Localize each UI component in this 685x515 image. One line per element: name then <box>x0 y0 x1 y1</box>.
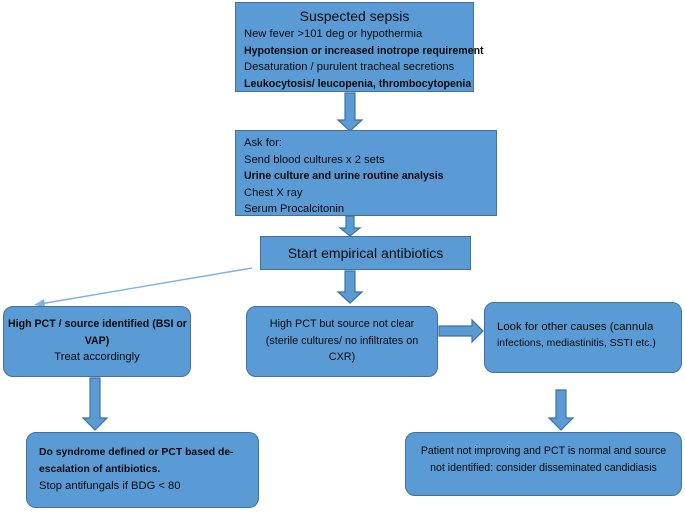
ask-line-1: Ask for: <box>244 137 282 149</box>
start-title: Start empirical antibiotics <box>287 245 444 261</box>
arrow-unclear-to-other <box>438 318 484 344</box>
ask-line-4: Chest X ray <box>244 186 303 199</box>
unclear-line-2: (sterile cultures/ no infiltrates on <box>265 334 419 347</box>
arrow-source-to-deescalation <box>81 377 109 431</box>
candidiasis-box: Patient not improving and PCT is normal … <box>405 432 682 496</box>
sepsis-line-2: Hypotension or increased inotrope requir… <box>244 44 484 57</box>
source-line-3: Treat accordingly <box>54 351 140 363</box>
arrow-start-to-source-head <box>34 299 45 307</box>
ask-line-3: Urine culture and urine routine analysis <box>244 170 444 182</box>
unclear-line-1: High PCT but source not clear <box>269 318 415 330</box>
cand-line-2: not identified: consider disseminated ca… <box>430 461 657 474</box>
arrow-start-to-source <box>39 267 253 305</box>
sepsis-line-3: Desaturation / purulent tracheal secreti… <box>244 61 455 73</box>
deescalation-box: Do syndrome defined or PCT based de- esc… <box>26 432 259 508</box>
deesc-line-3: Stop antifungals if BDG < 80 <box>39 480 181 492</box>
sepsis-line-4: Leukocytosis/ leucopenia, thrombocytopen… <box>244 77 472 90</box>
high-pct-unclear-box: High PCT but source not clear (sterile c… <box>246 306 438 377</box>
high-pct-source-box: High PCT / source identified (BSI or VAP… <box>3 306 191 377</box>
arrow-start-to-unclear <box>336 270 364 304</box>
source-line-2: VAP) <box>84 334 110 347</box>
arrow-sepsis-to-ask <box>336 92 364 132</box>
source-line-1: High PCT / source identified (BSI or <box>8 318 187 330</box>
sepsis-title: Suspected sepsis <box>299 8 410 24</box>
other-line-1: Look for other causes (cannula <box>497 321 654 333</box>
deesc-line-1: Do syndrome defined or PCT based de- <box>39 447 234 458</box>
deesc-line-2: escalation of antibiotics. <box>39 463 161 475</box>
ask-line-2: Send blood cultures x 2 sets <box>244 153 385 166</box>
ask-line-5: Serum Procalcitonin <box>244 203 345 215</box>
start-box: Start empirical antibiotics <box>260 236 471 270</box>
other-line-2: infections, mediastinitis, SSTI etc.) <box>497 337 656 349</box>
sepsis-line-1: New fever >101 deg or hypothermia <box>244 28 423 40</box>
ask-box: Ask for: Send blood cultures x 2 sets Ur… <box>235 130 497 216</box>
sepsis-box: Suspected sepsis New fever >101 deg or h… <box>235 2 484 92</box>
other-causes-box: Look for other causes (cannula infection… <box>484 302 682 373</box>
arrow-ask-to-start <box>338 215 362 237</box>
arrow-other-to-candidiasis <box>547 389 575 431</box>
unclear-line-3: CXR) <box>328 351 356 363</box>
cand-line-1: Patient not improving and PCT is normal … <box>420 445 667 457</box>
